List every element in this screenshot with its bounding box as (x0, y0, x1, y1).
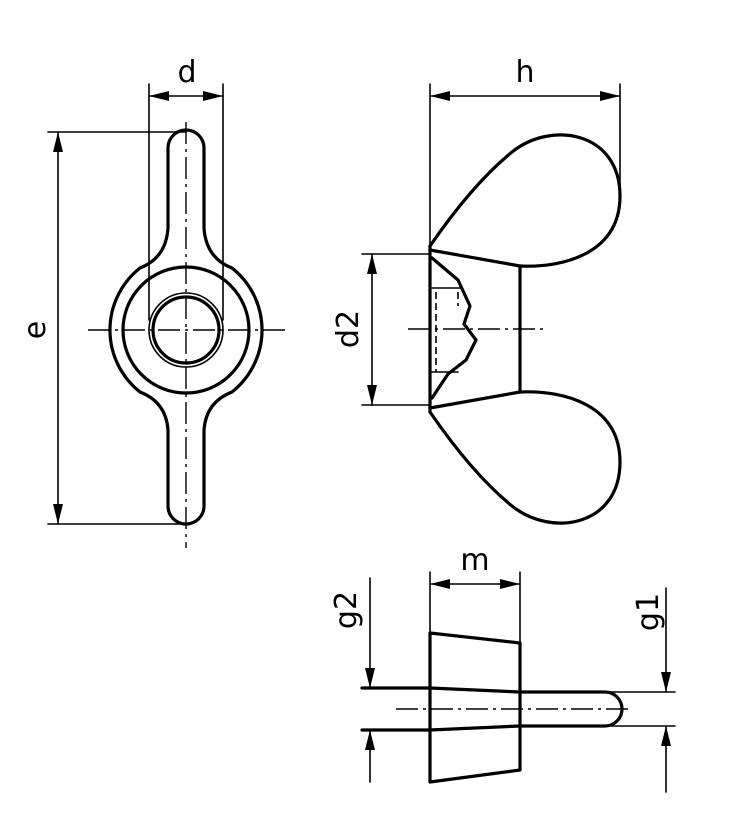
dim-m-arrow-right (500, 579, 520, 589)
dim-d2: d2 (331, 253, 431, 406)
dim-g2-arrow-top (365, 668, 375, 688)
dim-h-arrow-left (430, 91, 450, 101)
dim-g2-arrow-bottom (365, 730, 375, 750)
side-lower-wing (428, 390, 622, 525)
dim-d2-label: d2 (331, 310, 366, 348)
dim-h-arrow-right (600, 91, 620, 101)
side-hub-top-edge (428, 248, 522, 268)
side-breakout (430, 256, 478, 400)
side-upper-wing (428, 133, 622, 268)
bottom-body (428, 631, 522, 784)
dim-d: d (148, 55, 224, 321)
dim-m-arrow-left (430, 579, 450, 589)
dim-d2-arrow-top (367, 254, 377, 274)
dim-g1-arrow-bottom (661, 726, 671, 746)
dim-g1-arrow-top (661, 672, 671, 692)
dim-h: h (429, 55, 621, 247)
bottom-wing-taper-top (428, 686, 522, 694)
dim-e-label: e (18, 321, 53, 339)
front-view: d e (18, 55, 290, 548)
dim-e-arrow-bottom (53, 504, 63, 524)
dim-m-label: m (460, 543, 489, 578)
dim-e-arrow-top (53, 132, 63, 152)
dim-d-label: d (177, 55, 196, 90)
bottom-view: m g2 g1 (329, 543, 676, 793)
side-view: h d2 (331, 55, 622, 525)
dim-g2: g2 (329, 577, 375, 783)
dim-g2-label: g2 (329, 591, 364, 629)
dim-g1-label: g1 (631, 593, 666, 631)
front-wing-outline (108, 128, 264, 526)
dim-e: e (18, 131, 187, 525)
dim-d2-arrow-bottom (367, 385, 377, 405)
side-hub-bottom-edge (428, 390, 522, 410)
dim-d-arrow-left (149, 91, 169, 101)
dim-g1: g1 (631, 587, 671, 793)
dim-m: m (429, 543, 521, 644)
dim-d-arrow-right (203, 91, 223, 101)
dim-h-label: h (515, 55, 534, 90)
bottom-wing-taper-bottom (428, 724, 522, 732)
